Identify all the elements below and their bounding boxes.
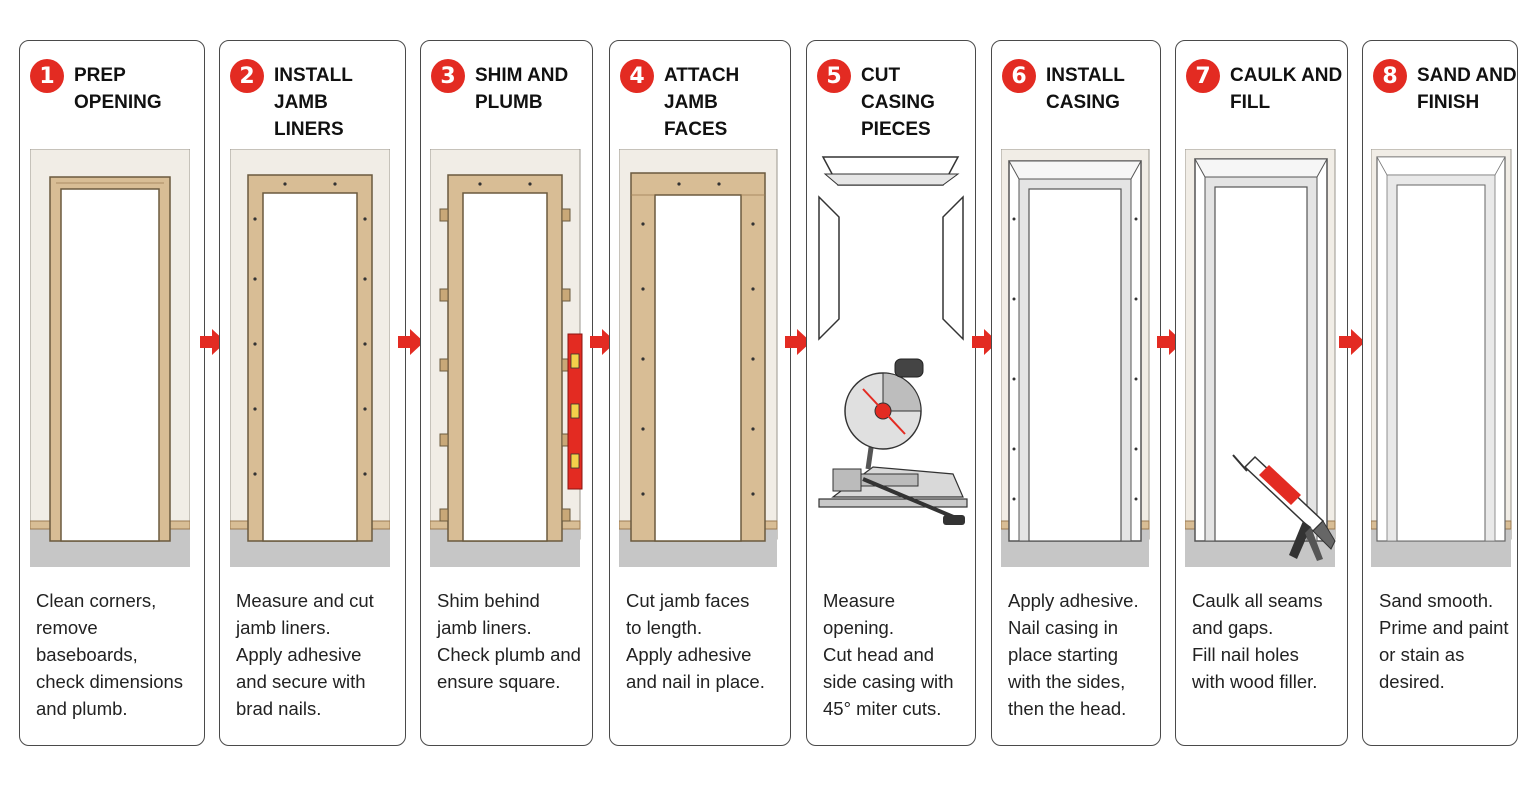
step-header: 8 SAND AND FINISH	[1373, 59, 1517, 116]
step-number-badge: 4	[620, 59, 654, 93]
arrow-right-icon	[398, 329, 424, 355]
arrow-right-icon	[972, 329, 998, 355]
arrow-right-icon	[1157, 329, 1183, 355]
level-icon	[567, 333, 583, 490]
step-description: Shim behind jamb liners. Check plumb and…	[437, 590, 581, 692]
step-header: 5 CUT CASING PIECES	[817, 59, 975, 143]
step-header: 2 INSTALL JAMB LINERS	[230, 59, 405, 143]
step-number-badge: 5	[817, 59, 851, 93]
step-header: 4 ATTACH JAMB FACES	[620, 59, 790, 143]
doorway-illustration	[230, 149, 390, 567]
arrow-right-icon	[785, 329, 811, 355]
step-panel-2: 2 INSTALL JAMB LINERS Measure and cut ja…	[219, 40, 406, 746]
step-number-badge: 8	[1373, 59, 1407, 93]
step-panel-5: 5 CUT CASING PIECES Measu	[806, 40, 976, 746]
step-title: ATTACH JAMB FACES	[664, 65, 740, 140]
doorway-illustration	[1001, 149, 1161, 567]
step-description: Clean corners, remove baseboards, check …	[36, 590, 184, 719]
arrow-right-icon	[200, 329, 226, 355]
doorway-illustration	[1371, 149, 1513, 567]
step-description: Measure and cut jamb liners. Apply adhes…	[236, 590, 374, 719]
step-title: PREP OPENING	[74, 65, 162, 113]
step-description: Cut jamb faces to length. Apply adhesive…	[626, 590, 765, 692]
step-title: INSTALL CASING	[1046, 65, 1125, 113]
step-title: SHIM AND PLUMB	[475, 65, 569, 113]
step-panel-8: 8 SAND AND FINISH Sand smooth. Prime and…	[1362, 40, 1518, 746]
step-title: CAULK AND FILL	[1230, 65, 1343, 113]
step-panel-6: 6 INSTALL CASING Apply adhesive. Nail ca…	[991, 40, 1161, 746]
arrow-right-icon	[590, 329, 616, 355]
step-description: Apply adhesive. Nail casing in place sta…	[1008, 590, 1139, 719]
step-header: 6 INSTALL CASING	[1002, 59, 1125, 116]
doorway-illustration	[430, 149, 590, 567]
step-header: 7 CAULK AND FILL	[1186, 59, 1342, 116]
step-number-badge: 6	[1002, 59, 1036, 93]
doorway-illustration	[30, 149, 190, 567]
casing-pieces-illustration	[813, 149, 973, 567]
step-panel-7: 7 CAULK AND FILL Caulk all seams and gap…	[1175, 40, 1348, 746]
step-title: CUT CASING PIECES	[861, 65, 935, 140]
step-number-badge: 7	[1186, 59, 1220, 93]
doorway-illustration	[1185, 149, 1345, 567]
step-description: Caulk all seams and gaps. Fill nail hole…	[1192, 590, 1323, 692]
step-panel-3: 3 SHIM AND PLUMB Shim behind jamb liners…	[420, 40, 593, 746]
step-description: Sand smooth. Prime and paint or stain as…	[1379, 590, 1509, 692]
step-panel-4: 4 ATTACH JAMB FACES Cut jamb faces to le…	[609, 40, 791, 746]
step-header: 3 SHIM AND PLUMB	[431, 59, 568, 116]
step-panel-1: 1 PREP OPENING Clean corners, remove bas…	[19, 40, 205, 746]
step-title: SAND AND FINISH	[1417, 65, 1517, 113]
step-number-badge: 1	[30, 59, 64, 93]
step-description: Measure opening. Cut head and side casin…	[823, 590, 954, 719]
step-header: 1 PREP OPENING	[30, 59, 204, 116]
step-number-badge: 2	[230, 59, 264, 93]
step-number-badge: 3	[431, 59, 465, 93]
miter-saw-icon	[818, 358, 968, 525]
caulk-gun-icon	[1232, 454, 1336, 561]
arrow-right-icon	[1339, 329, 1365, 355]
step-title: INSTALL JAMB LINERS	[274, 65, 353, 140]
doorway-illustration	[619, 149, 779, 567]
